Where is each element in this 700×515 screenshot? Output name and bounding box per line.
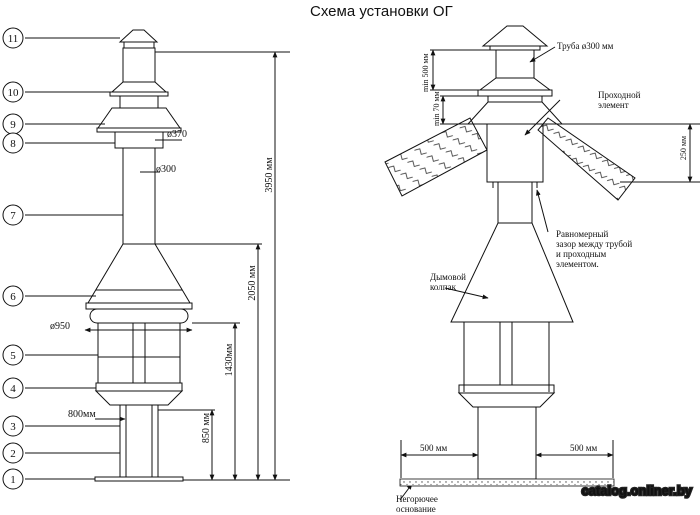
label-gap-3: и проходным bbox=[556, 249, 606, 259]
ground-base bbox=[399, 478, 615, 487]
dim-2050: 2050 мм bbox=[247, 265, 258, 301]
right-fireplace-drawing bbox=[399, 25, 700, 501]
svg-text:7: 7 bbox=[10, 210, 16, 222]
svg-text:3: 3 bbox=[10, 421, 16, 433]
label-gap-4: элементом. bbox=[556, 259, 599, 269]
callout-8: 8 bbox=[2, 132, 24, 154]
callout-9: 9 bbox=[2, 113, 24, 135]
dim-min500: min 500 мм bbox=[421, 53, 430, 92]
dim-d300: ø300 bbox=[156, 164, 176, 175]
label-hood-2: колпак bbox=[430, 282, 457, 292]
svg-text:8: 8 bbox=[10, 138, 16, 150]
callout-leaders bbox=[25, 37, 123, 480]
dim-d950: ø950 bbox=[50, 321, 70, 332]
callout-11: 11 bbox=[2, 27, 24, 49]
dim-min70: min 70 мм bbox=[432, 91, 441, 126]
dim-850: 850 мм bbox=[201, 412, 212, 443]
left-fireplace-drawing bbox=[84, 29, 290, 482]
label-pipe: Труба ø300 мм bbox=[557, 41, 614, 51]
label-hood-1: Дымовой bbox=[430, 272, 466, 282]
roof-left bbox=[384, 117, 488, 197]
callout-10: 10 bbox=[2, 81, 24, 103]
diagram-title: Схема установки ОГ bbox=[310, 3, 453, 20]
dim-1430: 1430мм bbox=[224, 343, 235, 376]
label-gap-1: Равномерный bbox=[556, 229, 608, 239]
label-base-2: основание bbox=[396, 504, 436, 514]
label-base-1: Негорючее bbox=[396, 494, 438, 504]
svg-text:1: 1 bbox=[10, 474, 16, 486]
callout-1: 1 bbox=[2, 468, 24, 490]
callout-2: 2 bbox=[2, 442, 24, 464]
svg-text:11: 11 bbox=[8, 33, 19, 45]
dim-500-left: 500 мм bbox=[420, 443, 447, 453]
dim-250: 250 мм bbox=[679, 136, 688, 160]
callout-7: 7 bbox=[2, 204, 24, 226]
callout-5: 5 bbox=[2, 344, 24, 366]
callout-6: 6 bbox=[2, 285, 24, 307]
callout-4: 4 bbox=[2, 377, 24, 399]
svg-text:10: 10 bbox=[8, 87, 20, 99]
dim-d370: ø370 bbox=[167, 129, 187, 140]
roof-right bbox=[537, 117, 636, 201]
svg-text:4: 4 bbox=[10, 383, 16, 395]
dim-800: 800мм bbox=[68, 409, 96, 420]
label-pass-1: Проходной bbox=[598, 90, 641, 100]
label-gap-2: зазор между трубой bbox=[556, 239, 632, 249]
dim-500-right: 500 мм bbox=[570, 443, 597, 453]
dim-3950: 3950 мм bbox=[264, 157, 275, 193]
svg-text:6: 6 bbox=[10, 291, 16, 303]
label-pass-2: элемент bbox=[598, 100, 629, 110]
svg-text:5: 5 bbox=[10, 350, 16, 362]
svg-text:9: 9 bbox=[10, 119, 16, 131]
svg-text:2: 2 bbox=[10, 448, 16, 460]
callout-3: 3 bbox=[2, 415, 24, 437]
watermark: catalog.onliner.by bbox=[581, 483, 692, 498]
